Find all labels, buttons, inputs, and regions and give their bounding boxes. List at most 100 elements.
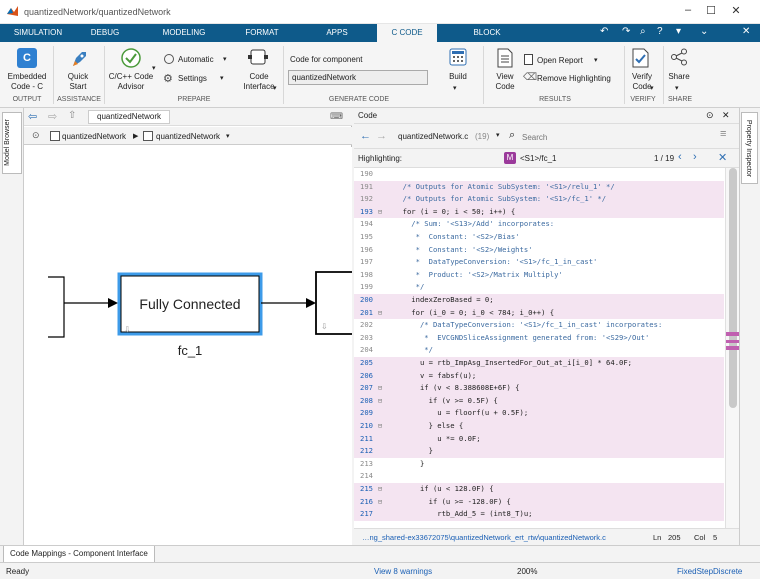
chevron-down-icon[interactable]: ▾ [152, 64, 156, 72]
chevron-down-icon[interactable]: ▾ [675, 84, 679, 92]
help-icon[interactable]: ? [657, 26, 663, 40]
keyboard-icon[interactable]: ⌨ [330, 111, 343, 122]
line-number[interactable]: 200 [354, 294, 373, 307]
close-button[interactable]: ✕ [728, 4, 744, 18]
line-number[interactable]: 206 [354, 370, 373, 383]
chevron-down-icon[interactable]: ▾ [273, 84, 277, 92]
tab-code-mappings[interactable]: Code Mappings - Component Interface [3, 546, 155, 563]
highlight-tag[interactable]: <S1>/fc_1 [520, 154, 556, 163]
tab-debug[interactable]: DEBUG [80, 24, 130, 42]
line-number[interactable]: 210 [354, 420, 373, 433]
embedded-coder-button[interactable]: Embedded Code - C [2, 72, 52, 92]
tab-simulation[interactable]: SIMULATION [8, 24, 68, 42]
code-line[interactable]: 192 /* Outputs for Atomic SubSystem: '<S… [354, 193, 724, 206]
share-button[interactable]: Share [664, 72, 694, 82]
code-line[interactable]: 201⊟ for (i_0 = 0; i_0 < 784; i_0++) { [354, 307, 724, 320]
undo-icon[interactable]: ↶ [600, 26, 608, 40]
line-number[interactable]: 216 [354, 496, 373, 509]
forward-arrow-icon[interactable]: → [376, 130, 387, 142]
fold-icon[interactable]: ⊟ [376, 307, 384, 320]
chevron-down-icon[interactable]: ▾ [226, 132, 230, 140]
code-line[interactable]: 199 */ [354, 281, 724, 294]
code-line[interactable]: 205 u = rtb_ImpAsg_InsertedFor_Out_at_i[… [354, 357, 724, 370]
chevron-down-icon[interactable]: ▾ [496, 131, 500, 139]
automatic-dropdown[interactable]: Automatic [178, 55, 214, 65]
view-code-button[interactable]: View Code [488, 72, 522, 92]
code-line[interactable]: 198 * Product: '<S2>/Matrix Multiply' [354, 269, 724, 282]
code-line[interactable]: 217 rtb_Add_5 = (int8_T)u; [354, 508, 724, 521]
redo-icon[interactable]: ↷ [622, 26, 630, 40]
solver-link[interactable]: FixedStepDiscrete [677, 567, 742, 576]
maximize-button[interactable]: ☐ [703, 4, 719, 18]
code-line[interactable]: 208⊟ if (v >= 0.5F) { [354, 395, 724, 408]
file-selector[interactable]: quantizedNetwork.c [398, 132, 468, 141]
model-tab[interactable]: quantizedNetwork [88, 110, 170, 124]
collapse-ribbon-icon[interactable]: ⌄ [700, 26, 708, 40]
tab-format[interactable]: FORMAT [232, 24, 292, 42]
breadcrumb-current[interactable]: quantizedNetwork [156, 132, 220, 141]
code-line[interactable]: 216⊟ if (u >= -128.0F) { [354, 496, 724, 509]
warnings-link[interactable]: View 8 warnings [374, 567, 432, 576]
chevron-down-icon[interactable]: ▾ [223, 55, 227, 63]
open-report-button[interactable]: Open Report [537, 56, 583, 66]
code-line[interactable]: 210⊟ } else { [354, 420, 724, 433]
property-inspector-tab[interactable]: Property Inspector [741, 112, 758, 184]
panel-menu-icon[interactable]: ⊙ [706, 110, 714, 121]
code-line[interactable]: 193⊟ for (i = 0; i < 50; i++) { [354, 206, 724, 219]
previous-icon[interactable]: ‹ [678, 151, 682, 163]
code-line[interactable]: 191 /* Outputs for Atomic SubSystem: '<S… [354, 181, 724, 194]
scroll-thumb[interactable] [729, 168, 737, 408]
ribbon-close-icon[interactable]: ✕ [742, 26, 750, 40]
forward-arrow-icon[interactable]: ⇨ [48, 110, 57, 123]
back-arrow-icon[interactable]: ← [360, 130, 371, 142]
fold-icon[interactable]: ⊟ [376, 483, 384, 496]
settings-dropdown[interactable]: Settings [178, 74, 207, 84]
code-line[interactable]: 213 } [354, 458, 724, 471]
close-highlight-icon[interactable]: ✕ [718, 151, 727, 164]
model-browser-tab[interactable]: Model Browser [2, 112, 22, 174]
fold-icon[interactable]: ⊟ [376, 395, 384, 408]
input-block-edge[interactable] [48, 277, 64, 337]
fold-icon[interactable]: ⊟ [376, 496, 384, 509]
line-number[interactable]: 217 [354, 508, 373, 521]
code-line[interactable]: 197 * DataTypeConversion: '<S1>/fc_1_in_… [354, 256, 724, 269]
build-button[interactable]: Build [440, 72, 476, 82]
chevron-down-icon[interactable]: ▾ [453, 84, 457, 92]
code-line[interactable]: 212 } [354, 445, 724, 458]
code-advisor-button[interactable]: C/C++ Code Advisor [106, 72, 156, 92]
back-arrow-icon[interactable]: ⇦ [28, 110, 37, 123]
line-number[interactable]: 215 [354, 483, 373, 496]
tab-modeling[interactable]: MODELING [152, 24, 216, 42]
search-icon[interactable]: ⌕ [640, 26, 646, 40]
tab-block[interactable]: BLOCK [458, 24, 516, 42]
component-field[interactable]: quantizedNetwork [288, 70, 428, 85]
remove-highlighting-button[interactable]: Remove Highlighting [537, 74, 611, 84]
code-line[interactable]: 209 u = floorf(u + 0.5F); [354, 407, 724, 420]
code-line[interactable]: 206 v = fabsf(u); [354, 370, 724, 383]
code-line[interactable]: 204 */ [354, 344, 724, 357]
code-line[interactable]: 203 * EVCGNDSliceAssignment generated fr… [354, 332, 724, 345]
code-line[interactable]: 215⊟ if (u < 128.0F) { [354, 483, 724, 496]
code-scrollbar[interactable] [725, 168, 739, 528]
next-icon[interactable]: › [693, 151, 697, 163]
code-line[interactable]: 190 [354, 168, 724, 181]
line-number[interactable]: 205 [354, 357, 373, 370]
tab-apps[interactable]: APPS [310, 24, 364, 42]
code-line[interactable]: 211 u *= 0.0F; [354, 433, 724, 446]
code-line[interactable]: 214 [354, 470, 724, 483]
verify-code-button[interactable]: Verify Code [624, 72, 660, 92]
chevron-down-icon[interactable]: ▾ [594, 56, 598, 64]
code-line[interactable]: 195 * Constant: '<S2>/Bias' [354, 231, 724, 244]
close-panel-icon[interactable]: ✕ [722, 110, 730, 121]
line-number[interactable]: 201 [354, 307, 373, 320]
fold-icon[interactable]: ⊟ [376, 420, 384, 433]
minimize-button[interactable]: – [680, 4, 696, 18]
code-line[interactable]: 196 * Constant: '<S2>/Weights' [354, 244, 724, 257]
fold-icon[interactable]: ⊟ [376, 206, 384, 219]
line-number[interactable]: 193 [354, 206, 373, 219]
up-arrow-icon[interactable]: ⇧ [68, 110, 76, 121]
fold-icon[interactable]: ⊟ [376, 382, 384, 395]
quick-start-button[interactable]: Quick Start [58, 72, 98, 92]
chevron-down-icon[interactable]: ▾ [650, 84, 654, 92]
code-line[interactable]: 207⊟ if (v < 8.388608E+6F) { [354, 382, 724, 395]
